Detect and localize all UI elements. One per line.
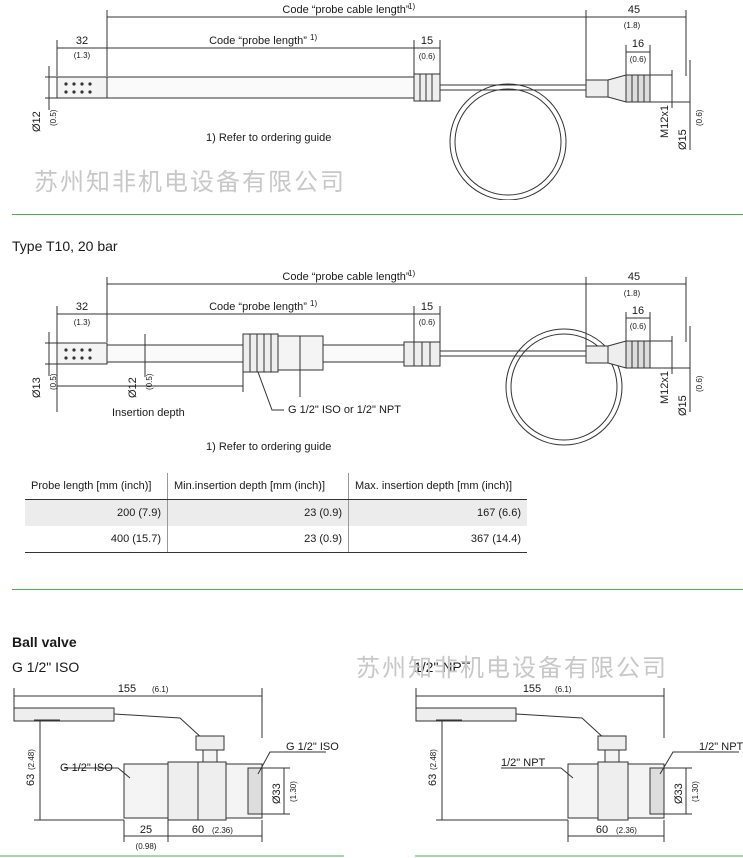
divider-2	[12, 589, 743, 590]
npt-dim-60: 60	[596, 824, 608, 836]
iso-dim-63-inch: (2.48)	[27, 749, 36, 770]
dim-32: 32	[76, 35, 88, 47]
iso-dim-155: 155	[118, 683, 136, 695]
t10-dia-13: Ø13	[31, 377, 43, 398]
table-header-row: Probe length [mm (inch)] Min.insertion d…	[25, 473, 527, 500]
npt-dim-63: 63	[427, 774, 439, 786]
iso-dim-25-inch: (0.98)	[136, 842, 157, 851]
t10-dim-45-inch: (1.8)	[624, 289, 641, 298]
t10-ordering-note: 1) Refer to ordering guide	[206, 441, 331, 453]
npt-dia-33-inch: (1.30)	[691, 781, 700, 802]
ordering-note: 1) Refer to ordering guide	[206, 132, 331, 144]
cable-length-sup: 1)	[408, 2, 415, 11]
t10-dia-15: Ø15	[677, 395, 689, 416]
dia-12: Ø12	[31, 111, 43, 132]
probe-drawing-1: Code “probe cable length” 1) 45 (1.8) 32…	[31, 2, 704, 200]
cable-length-label: Code “probe cable length”	[282, 4, 410, 16]
section-title-ball-valve: Ball valve	[12, 634, 77, 650]
table-cell: 167 (6.6)	[348, 499, 527, 526]
t10-dim-32: 32	[76, 301, 88, 313]
npt-right-thread: 1/2" NPT	[699, 741, 743, 753]
t10-dim-16: 16	[632, 305, 644, 317]
watermark: 苏州知非机电设备有限公司	[356, 654, 668, 682]
dim-45-inch: (1.8)	[624, 21, 641, 30]
t10-dia-12-inch: (0.5)	[145, 373, 154, 390]
t10-dim-15-inch: (0.6)	[419, 318, 436, 327]
table-header: Probe length [mm (inch)]	[25, 473, 168, 500]
t10-dim-32-inch: (1.3)	[74, 318, 91, 327]
ball-valve-iso-drawing: 155 (6.1) 63 (2.48) G 1/2" ISO G 1/2" IS…	[0, 683, 344, 857]
probe-length-sup: 1)	[310, 33, 317, 42]
iso-dim-63: 63	[25, 774, 37, 786]
thread-label: G 1/2" ISO or 1/2" NPT	[288, 404, 401, 416]
dim-32-inch: (1.3)	[74, 51, 91, 60]
iso-left-thread: G 1/2" ISO	[60, 762, 113, 774]
t10-probe-length-sup: 1)	[310, 299, 317, 308]
dim-45: 45	[628, 4, 640, 16]
npt-dim-63-inch: (2.48)	[429, 749, 438, 770]
dia-12-inch: (0.5)	[49, 109, 58, 126]
t10-cable-length-label: Code “probe cable length”	[282, 271, 410, 283]
npt-dim-60-inch: (2.36)	[616, 826, 637, 835]
probe-length-label: Code “probe length”	[209, 35, 307, 47]
t10-dia-12: Ø12	[127, 377, 139, 398]
t10-dia-15-inch: (0.6)	[695, 375, 704, 392]
table-header: Max. insertion depth [mm (inch)]	[348, 473, 527, 500]
dim-16: 16	[632, 38, 644, 50]
table-cell: 23 (0.9)	[167, 526, 349, 553]
t10-dim-45: 45	[628, 271, 640, 283]
dim-16-inch: (0.6)	[630, 55, 647, 64]
probe-drawing-t10: Code “probe cable length” 1) 45 (1.8) 32…	[31, 269, 704, 453]
npt-left-thread: 1/2" NPT	[501, 757, 546, 769]
table-cell: 400 (15.7)	[25, 526, 168, 553]
watermark: 苏州知非机电设备有限公司	[34, 168, 346, 196]
t10-dim-16-inch: (0.6)	[630, 322, 647, 331]
npt-dim-155: 155	[523, 683, 541, 695]
subtitle-npt: 1/2" NPT	[414, 659, 471, 675]
thread-m12: M12x1	[659, 105, 671, 138]
table-row: 200 (7.9) 23 (0.9) 167 (6.6)	[25, 499, 527, 526]
iso-dia-33-inch: (1.30)	[289, 781, 298, 802]
iso-dim-60: 60	[192, 824, 204, 836]
section-title-t10: Type T10, 20 bar	[12, 238, 118, 254]
dia-15: Ø15	[677, 129, 689, 150]
iso-dia-33: Ø33	[271, 783, 283, 804]
npt-dim-155-inch: (6.1)	[555, 685, 572, 694]
t10-probe-length-label: Code “probe length”	[209, 301, 307, 313]
table-header: Min.insertion depth [mm (inch)]	[167, 473, 349, 500]
table-row: 400 (15.7) 23 (0.9) 367 (14.4)	[25, 526, 527, 553]
t10-dia-13-inch: (0.5)	[49, 373, 58, 390]
table-cell: 367 (14.4)	[348, 526, 527, 553]
iso-dim-155-inch: (6.1)	[152, 685, 169, 694]
dim-15-inch: (0.6)	[419, 52, 436, 61]
insertion-depth-label: Insertion depth	[112, 407, 185, 419]
iso-dim-25: 25	[140, 824, 152, 836]
t10-dim-15: 15	[421, 301, 433, 313]
insertion-depth-table: Probe length [mm (inch)] Min.insertion d…	[25, 473, 527, 553]
ball-valve-npt-drawing: 155 (6.1) 63 (2.48) 1/2" NPT 1/2" NPT Ø3…	[415, 683, 743, 857]
subtitle-iso: G 1/2" ISO	[12, 659, 80, 675]
iso-dim-60-inch: (2.36)	[212, 826, 233, 835]
iso-right-thread: G 1/2" ISO	[286, 741, 339, 753]
table-cell: 23 (0.9)	[167, 499, 349, 526]
divider-1	[12, 214, 743, 215]
table-cell: 200 (7.9)	[25, 499, 168, 526]
npt-dia-33: Ø33	[673, 783, 685, 804]
t10-cable-length-sup: 1)	[408, 269, 415, 278]
dia-15-inch: (0.6)	[695, 109, 704, 126]
t10-thread-m12: M12x1	[659, 371, 671, 404]
dim-15: 15	[421, 35, 433, 47]
